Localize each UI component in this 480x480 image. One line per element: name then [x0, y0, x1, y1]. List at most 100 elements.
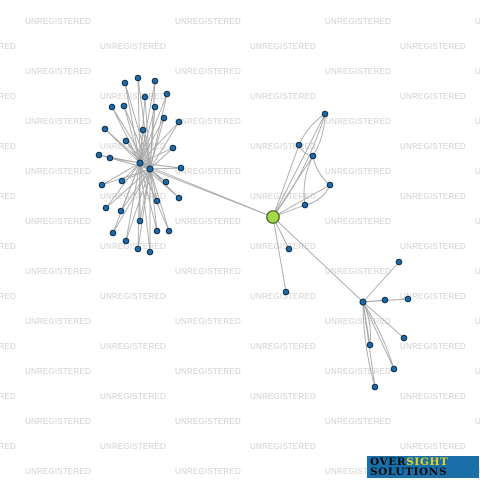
edge	[125, 168, 151, 242]
watermark-text: UNREGISTERED	[25, 67, 91, 76]
edge	[137, 77, 141, 164]
watermark-text: UNREGISTERED	[400, 342, 466, 351]
network-node	[117, 207, 125, 215]
watermark-text: UNREGISTERED	[175, 117, 241, 126]
watermark-text: UNREGISTERED	[325, 417, 391, 426]
watermark-text: UNREGISTERED	[475, 117, 480, 126]
network-node	[134, 245, 142, 253]
hub-node	[136, 159, 144, 167]
network-node	[160, 114, 168, 122]
edge	[111, 106, 141, 164]
edge	[112, 162, 141, 234]
network-node	[121, 79, 129, 87]
edge	[123, 105, 141, 164]
edge	[149, 168, 158, 232]
network-node	[122, 237, 130, 245]
watermark-text: UNREGISTERED	[25, 167, 91, 176]
edge	[149, 147, 174, 170]
network-node	[151, 77, 159, 85]
edge	[312, 113, 326, 157]
node-layer	[95, 74, 412, 391]
network-node	[118, 177, 126, 185]
watermark-text: UNREGISTERED	[175, 417, 241, 426]
watermark-text: UNREGISTERED	[325, 167, 391, 176]
edge	[272, 216, 287, 293]
logo-sight-text: SIGHT	[406, 456, 449, 468]
network-node	[177, 164, 185, 172]
network-node	[153, 197, 161, 205]
watermark-text: UNREGISTERED	[100, 342, 166, 351]
watermark-text: UNREGISTERED	[325, 17, 391, 26]
watermark-text: UNREGISTERED	[175, 17, 241, 26]
edge	[149, 106, 156, 170]
watermark-text: UNREGISTERED	[325, 117, 391, 126]
watermark-text: UNREGISTERED	[400, 242, 466, 251]
watermark-text: UNREGISTERED	[25, 417, 91, 426]
edge	[139, 80, 156, 164]
network-node	[136, 217, 144, 225]
edge	[149, 121, 180, 170]
network-node	[371, 383, 379, 391]
network-node	[390, 365, 398, 373]
watermark-text: UNREGISTERED	[250, 442, 316, 451]
watermark-text: UNREGISTERED	[250, 92, 316, 101]
hub-node	[146, 165, 154, 173]
edge	[272, 144, 300, 218]
logo-over-text: OVER	[370, 456, 407, 468]
network-node	[381, 296, 389, 304]
watermark-text: UNREGISTERED	[475, 217, 480, 226]
oversight-solutions-logo: OVERSIGHT SOLUTIONS	[367, 456, 479, 478]
network-node	[122, 137, 130, 145]
watermark-text: UNREGISTERED	[475, 367, 480, 376]
watermark-text: UNREGISTERED	[475, 267, 480, 276]
watermark-text: UNREGISTERED	[175, 317, 241, 326]
network-node	[321, 110, 329, 118]
network-node	[282, 288, 290, 296]
watermark-text: UNREGISTERED	[100, 42, 166, 51]
hub-node	[359, 298, 367, 306]
watermark-text: UNREGISTERED	[325, 217, 391, 226]
network-node	[169, 144, 177, 152]
edge	[121, 162, 141, 182]
edge	[139, 162, 182, 169]
edge	[109, 157, 151, 170]
edge	[139, 162, 151, 253]
edge	[362, 301, 376, 388]
edge	[125, 162, 141, 242]
network-node	[366, 341, 374, 349]
network-node	[309, 152, 317, 160]
network-node	[139, 126, 147, 134]
watermark-text: UNREGISTERED	[0, 242, 16, 251]
edge	[125, 140, 151, 170]
network-node	[395, 258, 403, 266]
watermark-text: UNREGISTERED	[0, 192, 16, 201]
watermark-text: UNREGISTERED	[475, 67, 480, 76]
watermark-text: UNREGISTERED	[25, 267, 91, 276]
edge	[139, 162, 180, 199]
edge	[101, 162, 141, 186]
watermark-text: UNREGISTERED	[100, 92, 166, 101]
network-node	[404, 295, 412, 303]
network-node	[141, 93, 149, 101]
network-node	[151, 103, 159, 111]
edge	[124, 82, 141, 164]
watermark-text: UNREGISTERED	[325, 467, 391, 476]
logo-line-1: OVERSIGHT	[370, 456, 449, 468]
watermark-text: UNREGISTERED	[475, 317, 480, 326]
edge	[105, 162, 141, 209]
watermark-text: UNREGISTERED	[250, 342, 316, 351]
edge	[303, 155, 314, 206]
watermark-text: UNREGISTERED	[250, 242, 316, 251]
watermark-text: UNREGISTERED	[400, 142, 466, 151]
watermark-text: UNREGISTERED	[175, 67, 241, 76]
network-node	[108, 103, 116, 111]
watermark-text: UNREGISTERED	[175, 467, 241, 476]
edge	[272, 216, 364, 303]
network-node	[285, 245, 293, 253]
edge	[109, 157, 141, 164]
edge	[139, 162, 158, 232]
edge	[144, 96, 151, 170]
edge	[149, 117, 165, 170]
watermark-text: UNREGISTERED	[100, 192, 166, 201]
